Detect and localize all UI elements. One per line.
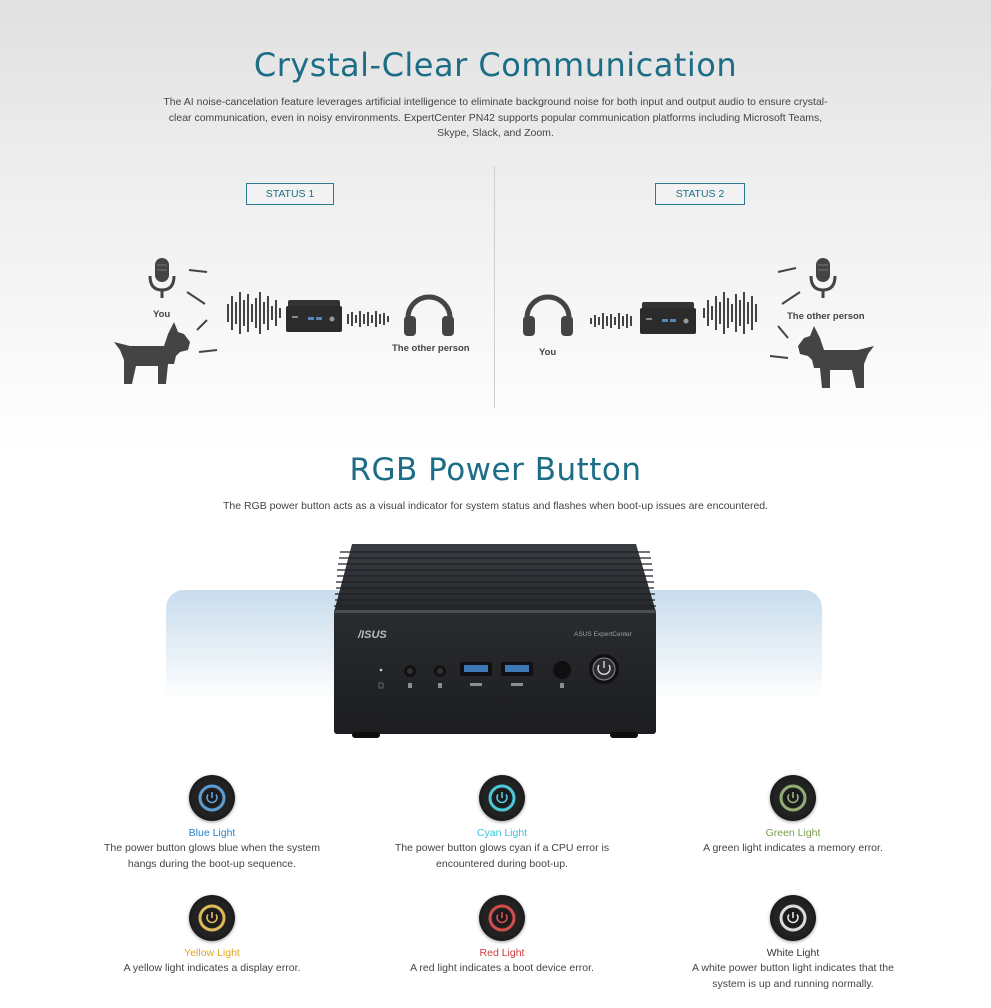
light-indicator-green-light: Green Light A green light indicates a mem… xyxy=(678,775,908,857)
description-line: clear communication, even in noisy envir… xyxy=(168,111,823,124)
noise-lines-icon xyxy=(186,269,218,353)
waveform-icon xyxy=(347,311,389,327)
power-button-icon xyxy=(189,895,235,941)
you-label: You xyxy=(539,347,557,358)
section-title-rgb: RGB Power Button xyxy=(349,452,642,488)
light-description-line: A white power button light indicates tha… xyxy=(692,962,894,974)
mini-pc-icon xyxy=(286,300,342,332)
light-indicator-red-light: Red Light A red light indicates a boot de… xyxy=(387,895,617,977)
rgb-description: The RGB power button acts as a visual in… xyxy=(222,500,769,512)
communication-description: The AI noise-cancelation feature leverag… xyxy=(150,95,841,142)
light-description: The power button glows blue when the sys… xyxy=(97,841,327,872)
status-1-label: STATUS 1 xyxy=(246,183,334,205)
other-person-label: The other person xyxy=(787,311,865,322)
waveform-icon xyxy=(703,292,757,334)
description-line: The AI noise-cancelation feature leverag… xyxy=(163,96,828,108)
light-description: A yellow light indicates a display error… xyxy=(97,961,327,977)
noise-lines-icon xyxy=(769,267,801,359)
light-title: Cyan Light xyxy=(476,827,528,839)
light-description-line: A yellow light indicates a display error… xyxy=(123,962,301,974)
light-title: White Light xyxy=(766,947,820,959)
power-button-icon xyxy=(189,775,235,821)
other-person-label: The other person xyxy=(392,343,470,354)
light-description: A green light indicates a memory error. xyxy=(678,841,908,857)
device-brand-text: /ISUS xyxy=(357,629,387,641)
power-button-icon xyxy=(479,775,525,821)
device-model-text: ASUS ExpertCenter xyxy=(574,631,633,638)
light-title: Green Light xyxy=(765,827,821,839)
power-button-icon xyxy=(770,775,816,821)
power-button-icon xyxy=(479,895,525,941)
microphone-icon xyxy=(809,258,837,298)
status-divider xyxy=(494,166,495,408)
light-title: Red Light xyxy=(479,947,525,959)
light-description-line: system is up and running normally. xyxy=(712,977,874,990)
section-title-communication: Crystal-Clear Communication xyxy=(253,46,738,84)
waveform-icon xyxy=(590,313,632,329)
headphones-icon xyxy=(404,294,454,336)
light-indicator-yellow-light: Yellow Light A yellow light indicates a d… xyxy=(97,895,327,977)
mini-pc-icon xyxy=(640,302,696,334)
dog-icon xyxy=(798,326,874,388)
you-label: You xyxy=(153,309,171,320)
microphone-icon xyxy=(148,258,176,298)
light-description-line: encountered during boot-up. xyxy=(436,857,568,870)
light-description: A white power button light indicates tha… xyxy=(678,961,908,992)
light-description-line: The power button glows blue when the sys… xyxy=(104,842,320,854)
power-button-icon xyxy=(770,895,816,941)
description-line: Skype, Slack, and Zoom. xyxy=(437,127,554,139)
light-description-line: A red light indicates a boot device erro… xyxy=(410,962,594,974)
light-description: A red light indicates a boot device erro… xyxy=(387,961,617,977)
light-title: Blue Light xyxy=(188,827,236,839)
light-description-line: A green light indicates a memory error. xyxy=(703,842,883,854)
status-2-label: STATUS 2 xyxy=(655,183,745,205)
expertcenter-device-image: /ISUS ASUS ExpertCenter xyxy=(334,544,656,738)
light-title: Yellow Light xyxy=(184,947,240,959)
waveform-icon xyxy=(227,292,281,334)
headphones-icon xyxy=(523,294,573,336)
light-indicator-white-light: White Light A white power button light in… xyxy=(678,895,908,992)
light-description-line: The power button glows cyan if a CPU err… xyxy=(394,842,610,854)
light-description: The power button glows cyan if a CPU err… xyxy=(387,841,617,872)
light-description-line: hangs during the boot-up sequence. xyxy=(127,857,297,870)
dog-icon xyxy=(114,322,190,384)
